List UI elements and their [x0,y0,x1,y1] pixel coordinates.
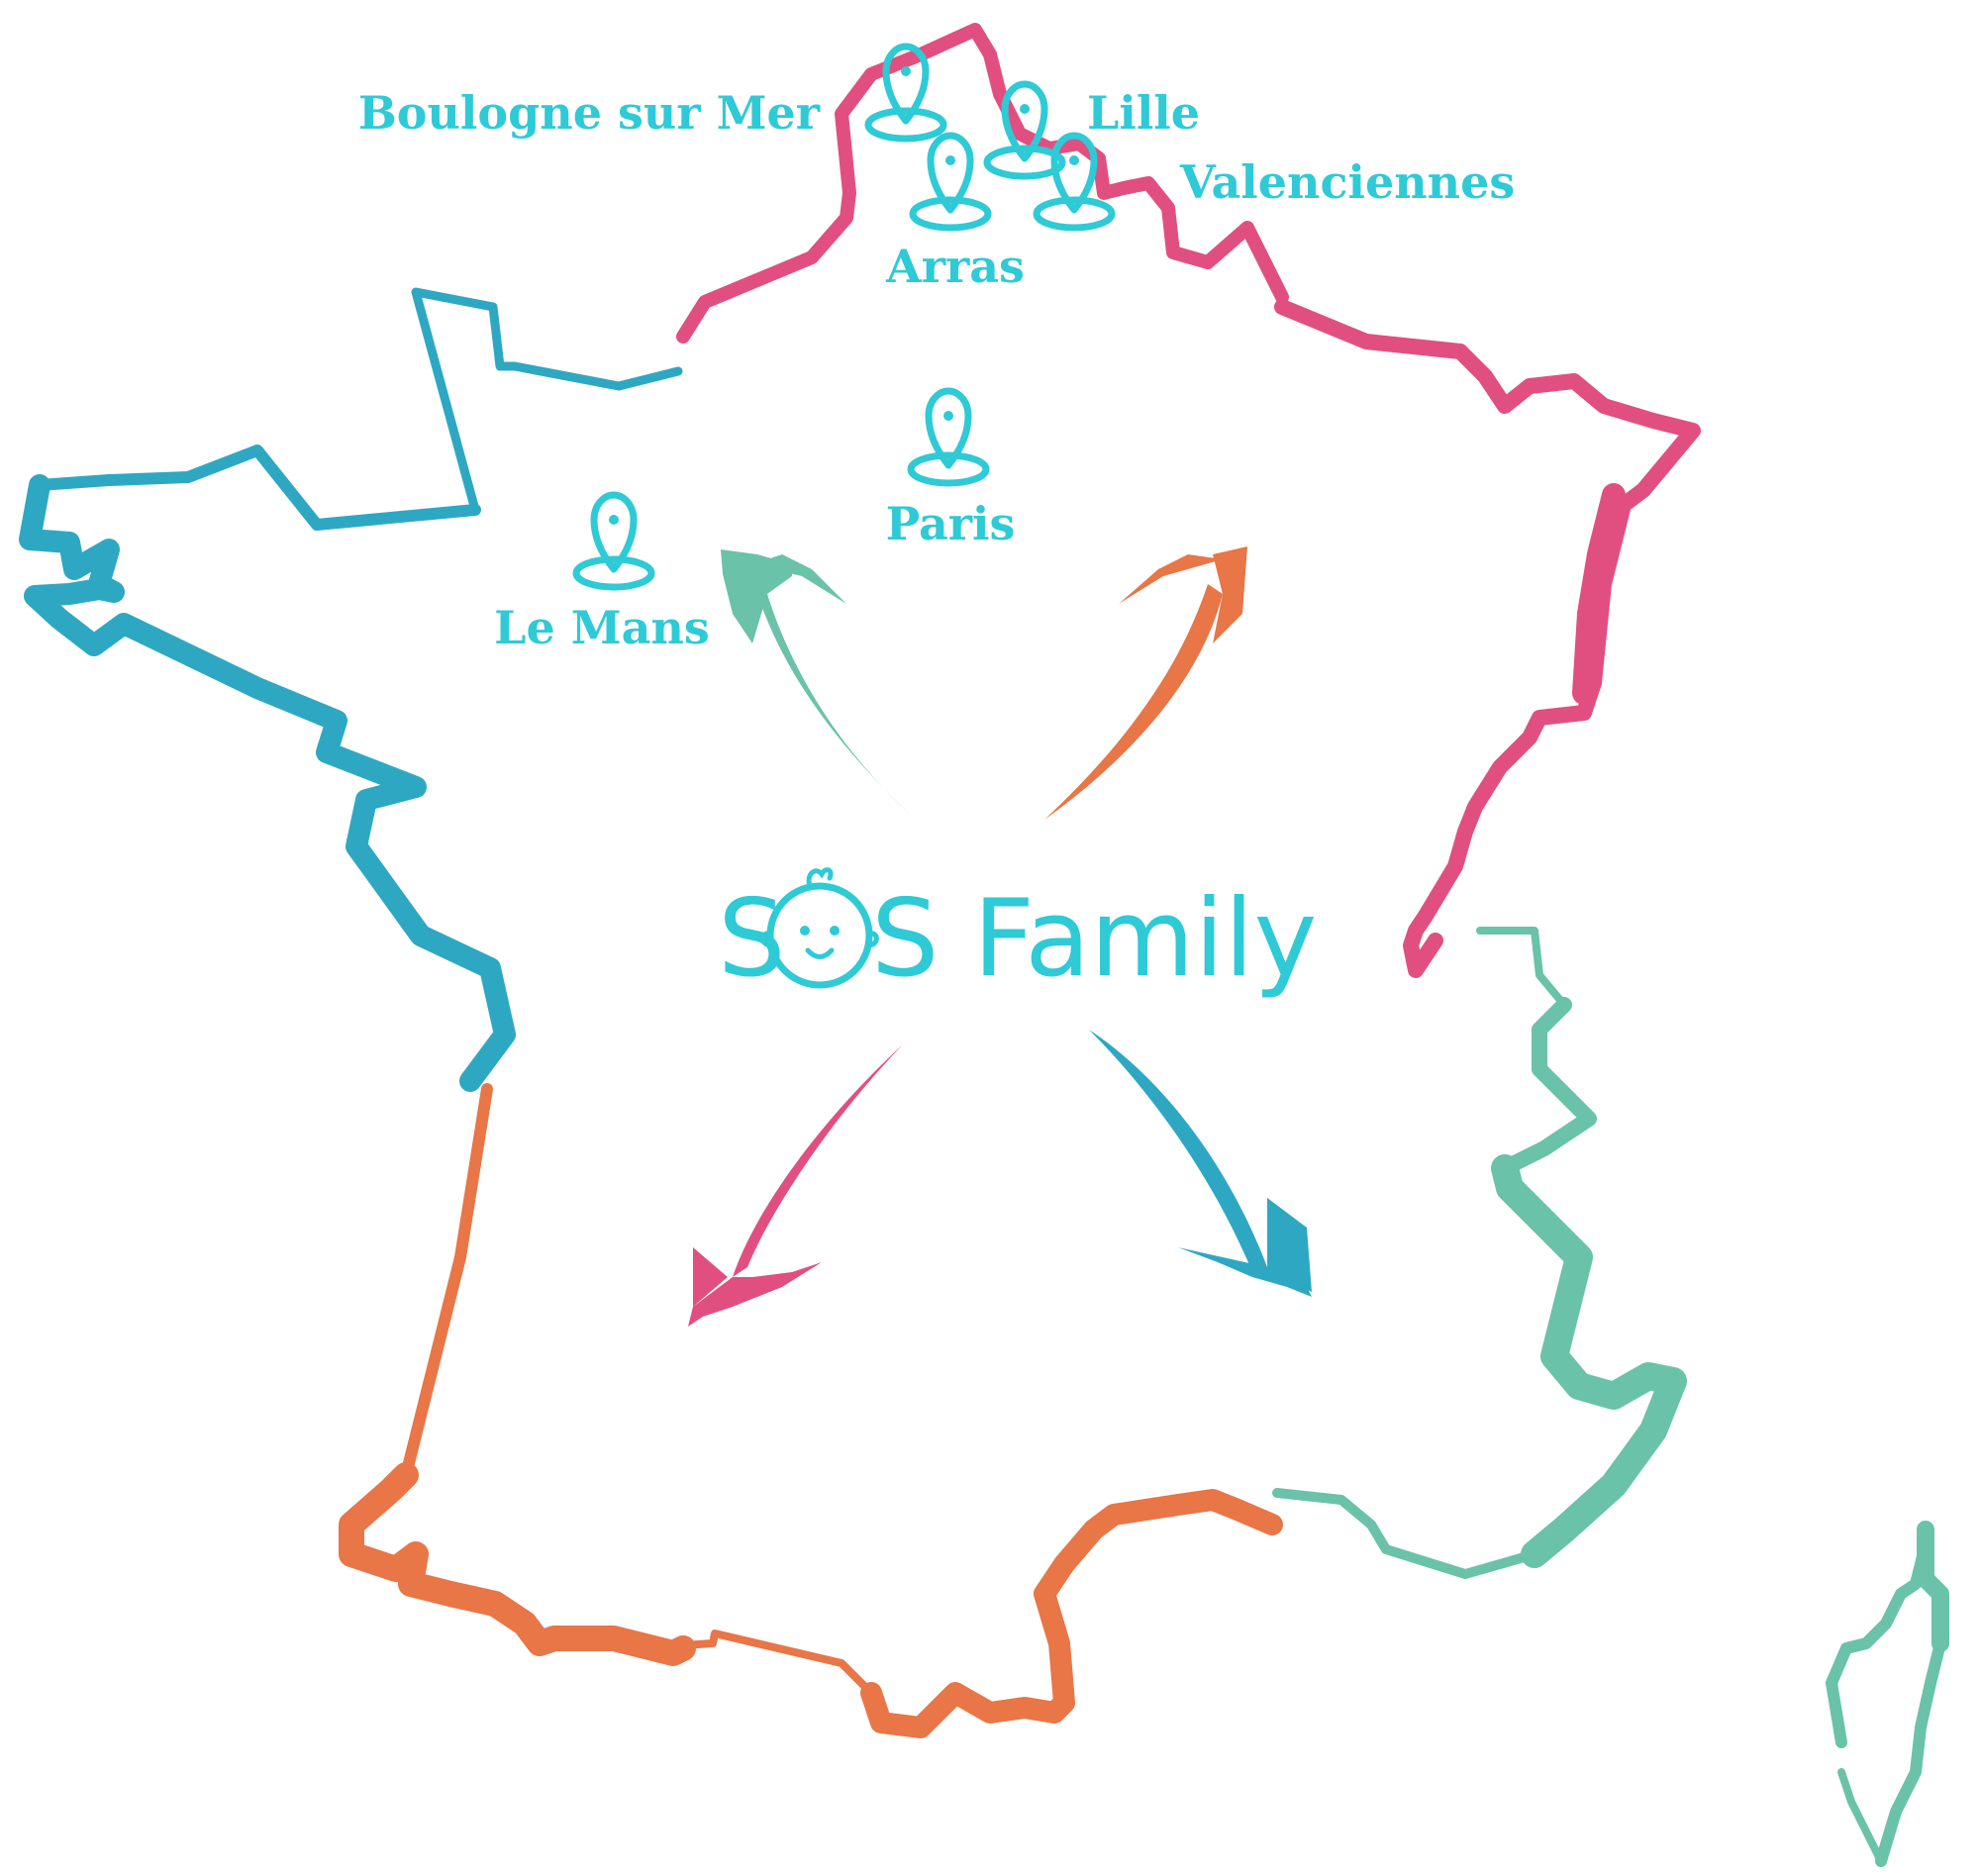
arrow-northeast [1044,546,1247,820]
southwest-border [339,1083,1283,1738]
city-label-boulogne: Boulogne sur Mer [358,86,821,140]
location-pin-icon[interactable] [576,495,651,587]
city-label-paris: Paris [886,497,1016,550]
location-pin-icon[interactable] [911,391,986,483]
brand-text-left: S [718,877,786,1001]
baby-face-icon [760,867,879,989]
arrow-southwest [688,1044,903,1327]
location-pin-icon[interactable] [913,136,988,228]
city-label-valenciennes: Valenciennes [1179,155,1515,209]
brand-text-right: S Family [871,877,1317,1001]
arrow-southeast [1089,1030,1312,1297]
brand-logo: S S Family [718,867,1317,1001]
city-label-le-mans: Le Mans [494,601,710,654]
north-border [676,23,1701,978]
west-border [19,287,683,1092]
southeast-border [1272,927,1949,1867]
city-label-lille: Lille [1087,86,1200,140]
city-label-arras: Arras [885,240,1025,293]
arrow-northwest [721,549,916,820]
